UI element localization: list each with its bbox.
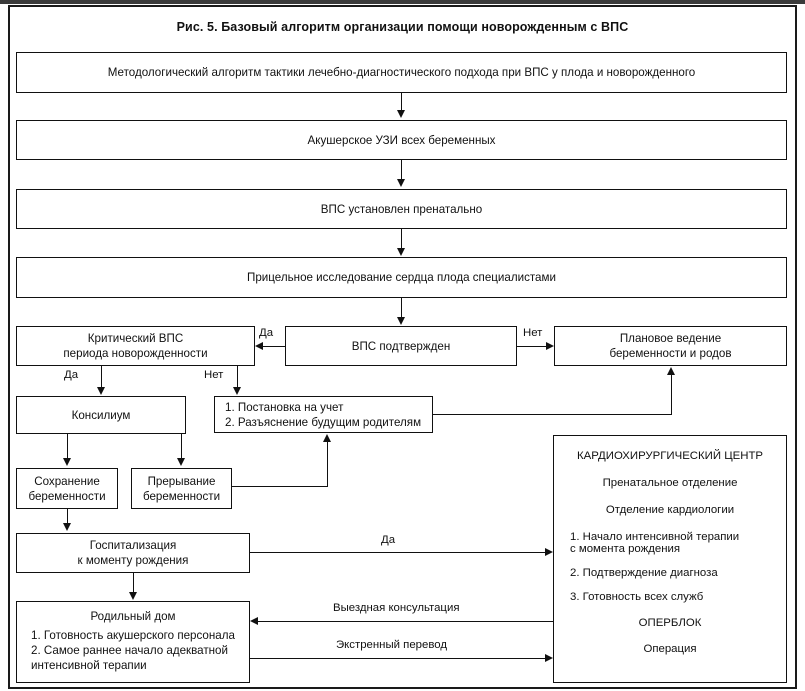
arrowhead-maternity-to-cardio <box>545 654 553 662</box>
cardio-center-item3: 3. Готовность всех служб <box>570 591 704 603</box>
connector-hospitalization-to-maternity <box>133 573 134 593</box>
figure-outer-frame <box>8 5 797 689</box>
arrowhead-preserve-to-hospitalization <box>63 523 71 531</box>
edge-label-yes-to-critical: Да <box>259 327 274 339</box>
connector-critical-to-registration <box>237 366 238 388</box>
connector-maternity-to-cardio <box>250 658 546 659</box>
node-methodology-text: Методологический алгоритм тактики лечебн… <box>107 66 696 79</box>
node-chd-prenatal: ВПС установлен пренатально <box>16 189 787 229</box>
connector-consilium-to-preserve <box>67 434 68 459</box>
cardio-center-dept-cardiology: Отделение кардиологии <box>605 504 735 516</box>
node-chd-confirmed-text: ВПС подтвержден <box>351 339 451 353</box>
arrowhead-confirmed-to-critical <box>255 342 263 350</box>
node-maternity-home: Родильный дом 1. Готовность акушерского … <box>16 601 250 683</box>
node-maternity-home-item1: 1. Готовность акушерского персонала <box>31 629 235 642</box>
arrowhead-critical-to-registration <box>233 387 241 395</box>
node-planned-management: Плановое ведение беременности и родов <box>554 326 787 366</box>
arrowhead-consilium-to-preserve <box>63 458 71 466</box>
node-hospitalization-line1: Госпитализация <box>89 539 177 552</box>
arrowhead-consilium-to-terminate <box>177 458 185 466</box>
figure-title: Рис. 5. Базовый алгоритм организации пом… <box>176 20 629 34</box>
node-preserve-pregnancy-line2: беременности <box>28 489 106 503</box>
node-registration-line1: 1. Постановка на учет <box>225 400 344 414</box>
arrowhead-critical-to-consilium <box>97 387 105 395</box>
node-maternity-home-item2: 2. Самое раннее начало адекватной <box>31 644 228 657</box>
node-cardio-center: КАРДИОХИРУРГИЧЕСКИЙ ЦЕНТР Пренатальное о… <box>553 435 787 683</box>
node-registration-line2: 2. Разъяснение будущим родителям <box>225 415 422 429</box>
node-hospitalization-line2: к моменту рождения <box>77 554 189 567</box>
node-planned-management-line2: беременности и родов <box>609 347 732 360</box>
connector-prenatal-to-targeted <box>401 229 402 249</box>
node-preserve-pregnancy-line1: Сохранение <box>34 474 100 488</box>
node-critical-chd: Критический ВПС периода новорожденности <box>16 326 255 366</box>
edge-label-yes-to-consilium: Да <box>64 369 79 381</box>
node-obstetric-us: Акушерское УЗИ всех беременных <box>16 120 787 160</box>
arrowhead-prenatal-to-targeted <box>397 248 405 256</box>
node-terminate-pregnancy-line2: беременности <box>142 489 221 503</box>
arrowhead-hospitalization-to-maternity <box>129 592 137 600</box>
node-maternity-home-title: Родильный дом <box>90 610 176 623</box>
node-planned-management-line1: Плановое ведение <box>619 332 722 345</box>
cardio-center-operation: Операция <box>643 643 697 655</box>
cardio-center-item1-line1: 1. Начало интенсивной терапии <box>570 531 740 543</box>
connector-cardio-to-maternity <box>258 621 553 622</box>
node-methodology: Методологический алгоритм тактики лечебн… <box>16 52 787 93</box>
arrowhead-confirmed-to-planned <box>546 342 554 350</box>
node-maternity-home-item2-continued: интенсивной терапии <box>31 659 147 672</box>
cardio-center-dept-prenatal: Пренатальное отделение <box>602 477 738 489</box>
arrowhead-hospitalization-to-cardio <box>545 548 553 556</box>
edge-label-no-to-registration: Нет <box>204 369 224 381</box>
node-chd-confirmed: ВПС подтвержден <box>285 326 517 366</box>
node-chd-prenatal-text: ВПС установлен пренатально <box>320 202 483 216</box>
cardio-center-item1-line2: с момента рождения <box>570 543 681 555</box>
node-terminate-pregnancy: Прерывание беременности <box>131 468 232 509</box>
connector-registration-to-planned-v <box>671 375 672 415</box>
edge-label-mobile-consultation: Выездная консультация <box>333 602 460 614</box>
page-top-rule <box>0 0 805 4</box>
node-critical-chd-line2: периода новорожденности <box>63 347 208 360</box>
node-consilium: Консилиум <box>16 396 186 434</box>
arrowhead-targeted-to-confirmed <box>397 317 405 325</box>
arrowhead-cardio-to-maternity <box>250 617 258 625</box>
connector-preserve-to-hospitalization <box>67 509 68 524</box>
edge-label-emergency-transfer: Экстренный перевод <box>336 639 448 651</box>
node-consilium-text: Консилиум <box>71 408 131 422</box>
arrowhead-us-to-prenatal <box>397 179 405 187</box>
node-targeted-study-text: Прицельное исследование сердца плода спе… <box>247 271 556 284</box>
connector-confirmed-to-planned <box>517 346 546 347</box>
node-obstetric-us-text: Акушерское УЗИ всех беременных <box>307 133 496 147</box>
connector-us-to-prenatal <box>401 160 402 180</box>
node-hospitalization: Госпитализация к моменту рождения <box>16 533 250 573</box>
edge-label-yes-to-cardio: Да <box>381 534 396 546</box>
connector-critical-to-consilium <box>101 366 102 388</box>
node-terminate-pregnancy-line1: Прерывание <box>147 474 216 488</box>
connector-hospitalization-to-cardio <box>250 552 546 553</box>
edge-label-no-to-planned: Нет <box>523 327 543 339</box>
arrowhead-methodology-to-us <box>397 110 405 118</box>
node-targeted-study: Прицельное исследование сердца плода спе… <box>16 257 787 298</box>
connector-methodology-to-us <box>401 93 402 112</box>
connector-targeted-to-confirmed <box>401 298 402 318</box>
connector-registration-to-planned-h <box>433 414 672 415</box>
arrowhead-registration-to-planned <box>667 367 675 375</box>
node-critical-chd-line1: Критический ВПС <box>87 332 184 345</box>
connector-consilium-to-terminate <box>181 434 182 459</box>
cardio-center-operblock: ОПЕРБЛОК <box>638 617 702 629</box>
connector-confirmed-to-critical <box>263 346 285 347</box>
cardio-center-item2: 2. Подтверждение диагноза <box>570 567 718 579</box>
arrowhead-terminate-to-registration <box>323 434 331 442</box>
cardio-center-title: КАРДИОХИРУРГИЧЕСКИЙ ЦЕНТР <box>576 450 764 462</box>
node-registration: 1. Постановка на учет 2. Разъяснение буд… <box>214 396 433 433</box>
node-preserve-pregnancy: Сохранение беременности <box>16 468 118 509</box>
connector-terminate-to-registration-h <box>232 486 328 487</box>
connector-terminate-to-registration-v <box>327 442 328 487</box>
